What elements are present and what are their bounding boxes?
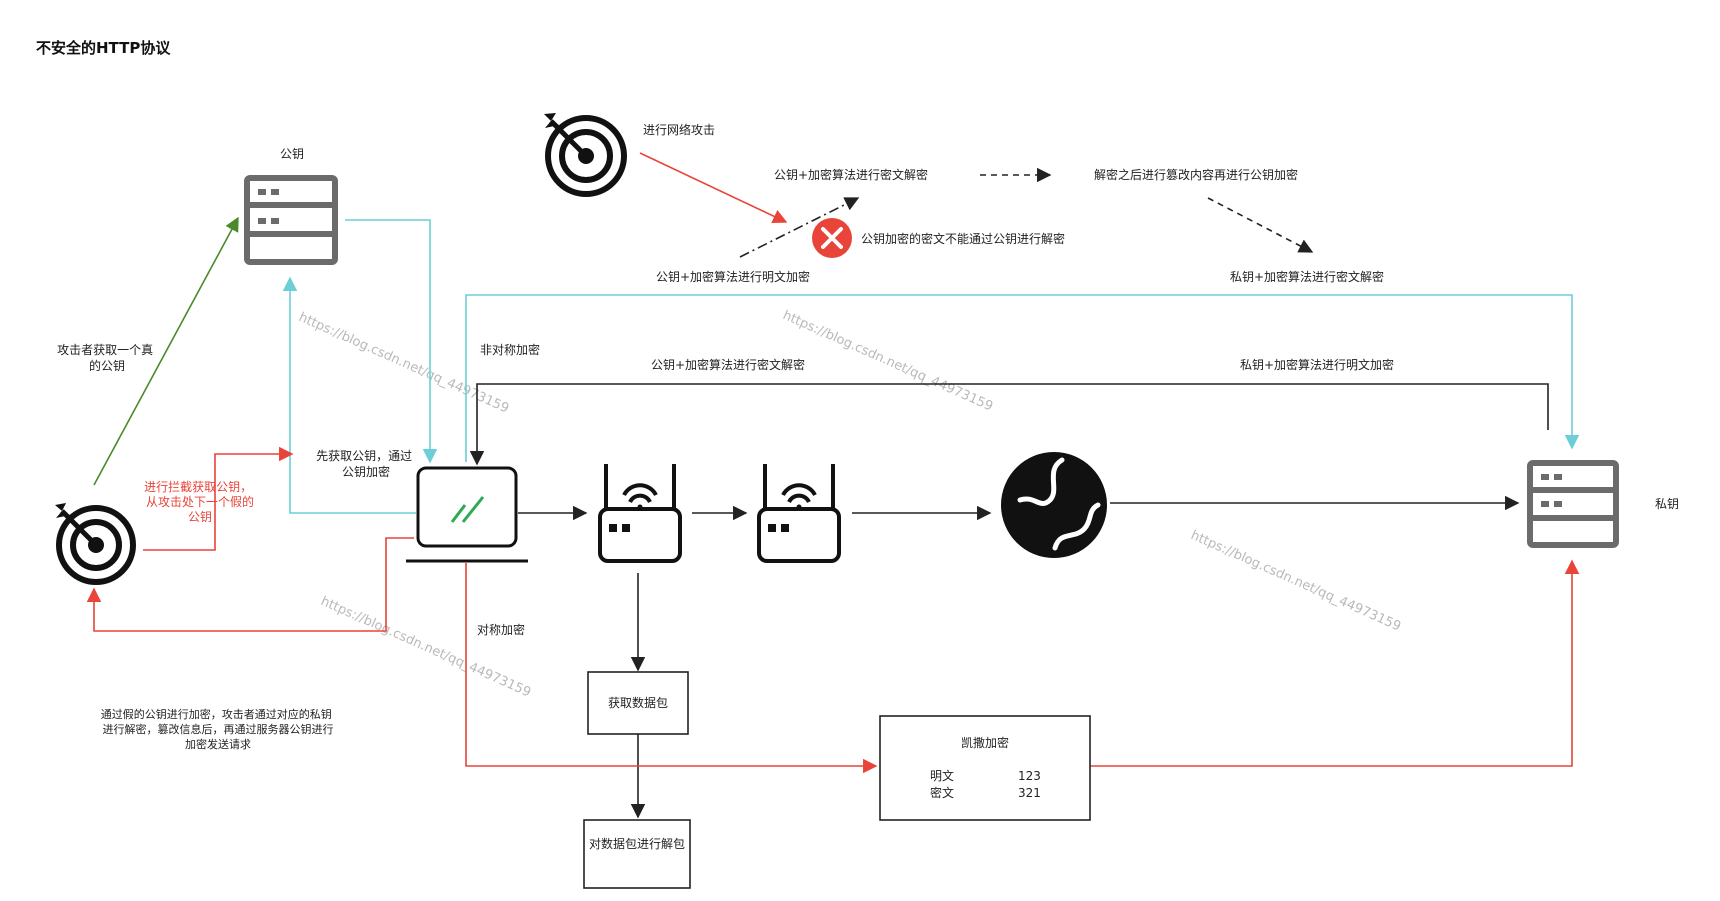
caesar-cipher-box: 凯撒加密 明文 123 密文 321 — [879, 715, 1091, 821]
edge-laptop-to-caesar — [465, 563, 878, 774]
packet-unpack-box: 对数据包进行解包 — [583, 819, 691, 889]
label-cannot-decrypt: 公钥加密的密文不能通过公钥进行解密 — [861, 231, 1065, 246]
error-x-icon — [812, 218, 852, 258]
watermark-3: https://blog.csdn.net/qq_44973159 — [318, 594, 533, 701]
fake-key-note-text-line-3: 加密发送请求 — [185, 737, 251, 751]
watermark-4: https://blog.csdn.net/qq_44973159 — [1188, 528, 1403, 635]
edge-attacker-to-pubkey-green — [93, 216, 239, 486]
label-intercept-text-line-2: 从攻击处下一个假的 — [146, 494, 254, 509]
edge-pubkey-to-laptop — [345, 219, 438, 464]
edge-laptop-to-pubkey — [282, 276, 416, 514]
label-intercept: 进行拦截获取公钥， 从攻击处下一个假的公钥 — [144, 480, 256, 524]
private-key-label: 私钥 — [1655, 497, 1679, 511]
edge-privkey-to-laptop — [469, 383, 1549, 466]
label-get-key-first-text-line-2: 公钥加密 — [342, 464, 390, 479]
label-privkey-decrypt: 私钥+加密算法进行密文解密 — [1230, 269, 1384, 284]
watermark-1: https://blog.csdn.net/qq_44973159 — [296, 310, 511, 417]
label-intercept-text: 进行拦截获取公钥， — [144, 480, 252, 494]
fake-key-note: 通过假的公钥进行加密，攻击者通过对应的私钥 进行解密，篡改信息后，再通过服务器公… — [101, 707, 336, 751]
caesar-title: 凯撒加密 — [961, 735, 1009, 750]
label-get-key-first-text: 先获取公钥，通过 — [316, 449, 412, 463]
top-attacker-label: 进行网络攻击 — [643, 122, 715, 137]
public-key-label: 公钥 — [280, 147, 304, 161]
laptop-icon — [406, 466, 528, 563]
private-key-server-icon — [1527, 460, 1619, 548]
packet-unpack-label: 对数据包进行解包 — [589, 836, 685, 851]
caesar-plain-label: 明文 — [930, 768, 954, 783]
label-pubkey-decrypt-cipher: 公钥+加密算法进行密文解密 — [651, 357, 805, 372]
edge-dashed-to-privkey — [1207, 197, 1314, 253]
watermark-2: https://blog.csdn.net/qq_44973159 — [780, 308, 995, 415]
caesar-cipher-value: 321 — [1018, 786, 1041, 800]
caesar-plain-value: 123 — [1018, 769, 1041, 783]
attacker-target-icon-top — [544, 113, 627, 197]
label-symmetric: 对称加密 — [477, 622, 525, 637]
label-tamper-then-encrypt: 解密之后进行篡改内容再进行公钥加密 — [1094, 167, 1298, 182]
edge-attacker-to-pubkey-intercept — [143, 446, 294, 551]
label-attacker-real-key-text-line-2: 的公钥 — [89, 358, 125, 373]
label-pubkey-encrypt-plain: 公钥+加密算法进行明文加密 — [656, 269, 810, 284]
label-attacker-real-key: 攻击者获取一个真 的公钥 — [57, 343, 157, 373]
page-title: 不安全的HTTP协议 — [36, 39, 171, 57]
edge-caesar-to-privkey — [1090, 559, 1580, 767]
packet-capture-label: 获取数据包 — [608, 695, 668, 710]
edge-top-attacker-to-x — [639, 152, 788, 223]
label-attacker-real-key-text: 攻击者获取一个真 — [57, 343, 153, 357]
label-privkey-encrypt-plain: 私钥+加密算法进行明文加密 — [1240, 357, 1394, 372]
label-asymmetric: 非对称加密 — [480, 342, 540, 357]
edge-laptop-to-attacker — [86, 537, 414, 632]
public-key-server-icon — [244, 175, 338, 265]
packet-capture-box: 获取数据包 — [587, 671, 689, 735]
internet-globe-icon — [1001, 452, 1107, 558]
fake-key-note-text-line-2: 进行解密，篡改信息后，再通过服务器公钥进行 — [103, 722, 334, 736]
caesar-cipher-label: 密文 — [930, 785, 954, 800]
attacker-target-icon-bottom — [55, 503, 136, 585]
label-intercept-text-line-3: 公钥 — [188, 510, 212, 524]
fake-key-note-text: 通过假的公钥进行加密，攻击者通过对应的私钥 — [101, 707, 332, 721]
edge-dashdot-decrypt-attempt — [739, 197, 860, 258]
edge-laptop-to-privkey — [465, 294, 1580, 462]
label-get-key-first: 先获取公钥，通过 公钥加密 — [316, 449, 416, 479]
label-pubkey-decrypt-attempt: 公钥+加密算法进行密文解密 — [774, 167, 928, 182]
router-icon-1 — [598, 464, 682, 563]
router-icon-2 — [757, 464, 841, 563]
